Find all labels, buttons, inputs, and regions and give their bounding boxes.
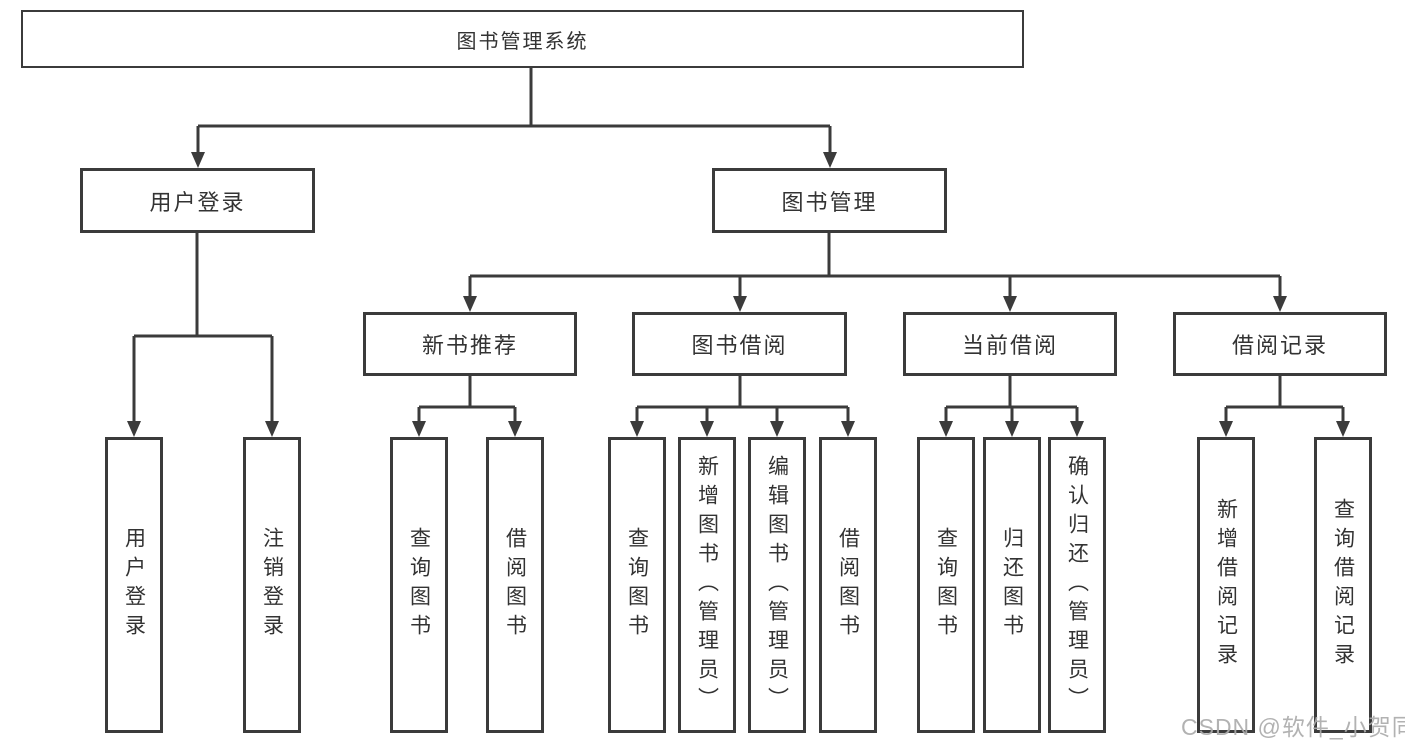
node-current-borrowing-label: 当前借阅 xyxy=(961,333,1058,358)
node-book-management-module-label: 图书管理 xyxy=(781,189,878,215)
node-leaf-logout-label: 注销登录 xyxy=(260,527,284,643)
node-root-system-label: 图书管理系统 xyxy=(456,30,589,53)
node-leaf-borrow-books-recommend: 借阅图书 xyxy=(486,437,544,733)
node-leaf-borrow-books-recommend-label: 借阅图书 xyxy=(503,527,527,643)
node-leaf-add-borrow-record-label: 新增借阅记录 xyxy=(1214,498,1238,672)
node-book-borrowing-label: 图书借阅 xyxy=(691,333,788,358)
csdn-watermark: CSDN @软件_小贺同学 xyxy=(1181,714,1405,740)
node-leaf-return-book-label: 归还图书 xyxy=(1000,527,1024,643)
node-book-management-module: 图书管理 xyxy=(712,168,947,233)
node-borrowing-records-label: 借阅记录 xyxy=(1231,333,1328,358)
node-book-borrowing: 图书借阅 xyxy=(632,312,847,376)
node-leaf-add-borrow-record: 新增借阅记录 xyxy=(1197,437,1255,733)
node-new-book-recommend: 新书推荐 xyxy=(363,312,577,376)
node-leaf-query-books-recommend-label: 查询图书 xyxy=(407,527,431,643)
node-leaf-query-books-borrowing-label: 查询图书 xyxy=(625,527,649,643)
node-new-book-recommend-label: 新书推荐 xyxy=(421,333,518,358)
node-leaf-add-book-admin: 新增图书（管理员） xyxy=(678,437,736,733)
node-leaf-user-login-label: 用户登录 xyxy=(122,527,146,643)
node-borrowing-records: 借阅记录 xyxy=(1173,312,1387,376)
node-leaf-add-book-admin-label: 新增图书（管理员） xyxy=(695,454,719,716)
node-leaf-query-books-recommend: 查询图书 xyxy=(390,437,448,733)
node-leaf-query-books-borrowing: 查询图书 xyxy=(608,437,666,733)
node-leaf-confirm-return-admin-label: 确认归还（管理员） xyxy=(1065,454,1089,716)
node-root-system: 图书管理系统 xyxy=(21,10,1024,68)
node-leaf-query-borrow-record-label: 查询借阅记录 xyxy=(1331,498,1355,672)
node-leaf-query-borrow-record: 查询借阅记录 xyxy=(1314,437,1372,733)
node-leaf-confirm-return-admin: 确认归还（管理员） xyxy=(1048,437,1106,733)
node-leaf-edit-book-admin-label: 编辑图书（管理员） xyxy=(765,454,789,716)
node-leaf-query-books-current: 查询图书 xyxy=(917,437,975,733)
node-current-borrowing: 当前借阅 xyxy=(903,312,1117,376)
node-leaf-edit-book-admin: 编辑图书（管理员） xyxy=(748,437,806,733)
node-user-login-module: 用户登录 xyxy=(80,168,315,233)
node-user-login-module-label: 用户登录 xyxy=(149,189,246,215)
node-leaf-logout: 注销登录 xyxy=(243,437,301,733)
node-leaf-query-books-current-label: 查询图书 xyxy=(934,527,958,643)
node-leaf-borrow-books-label: 借阅图书 xyxy=(836,527,860,643)
node-leaf-borrow-books: 借阅图书 xyxy=(819,437,877,733)
node-leaf-return-book: 归还图书 xyxy=(983,437,1041,733)
connector-lines xyxy=(132,68,1345,422)
node-leaf-user-login: 用户登录 xyxy=(105,437,163,733)
